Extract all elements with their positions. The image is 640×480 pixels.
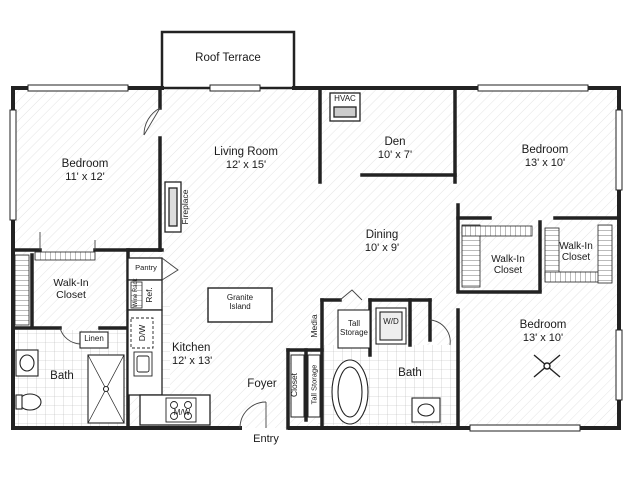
entry-label: Entry <box>253 433 279 445</box>
door-swings <box>39 107 451 429</box>
tall-storage-side-label: Tall Storage <box>309 364 319 405</box>
den-label: Den 10' x 7' <box>365 136 425 162</box>
closet-shelving <box>14 224 613 326</box>
bedroom-left-name: Bedroom <box>61 158 109 170</box>
hvac-unit <box>329 92 361 122</box>
roof-terrace-outline <box>160 30 296 90</box>
kitchen-sink <box>133 351 153 377</box>
wine-rack <box>130 281 143 309</box>
linen-label: Linen <box>84 334 104 343</box>
den-name: Den <box>384 136 406 148</box>
dishwasher-label: D/W <box>137 324 147 342</box>
dining-name: Dining <box>365 229 399 241</box>
foyer-closets <box>290 354 321 418</box>
pantry-door <box>161 257 179 281</box>
bedroom-left-dims: 11' x 12' <box>65 171 105 184</box>
roof-terrace-label: Roof Terrace <box>195 52 261 64</box>
hvac-label: HVAC <box>334 94 356 103</box>
bedroom-top-right-dims: 13' x 10' <box>524 157 566 170</box>
bath-right-label: Bath <box>398 367 422 379</box>
dining-label: Dining 10' x 9' <box>352 229 412 255</box>
living-room-name: Living Room <box>214 146 278 158</box>
granite-island <box>207 287 273 323</box>
bath-left-label: Bath <box>50 370 74 382</box>
ceiling-fan-icon <box>533 354 561 378</box>
left-bath-fixtures <box>15 331 125 424</box>
walk-in-closet-left-label: Walk-In Closet <box>53 277 89 302</box>
closet-label: Closet <box>289 372 299 398</box>
pantry-label: Pantry <box>135 263 157 272</box>
granite-island-label: Granite Island <box>226 293 254 311</box>
bedroom-bottom-right-dims: 13' x 10' <box>522 332 564 345</box>
bedroom-bottom-right-label: Bedroom 13' x 10' <box>503 319 583 345</box>
dishwasher-box <box>130 317 154 349</box>
living-room-label: Living Room 12' x 15' <box>196 146 296 172</box>
foyer-label: Foyer <box>247 378 277 390</box>
right-bath-fixtures <box>331 307 441 425</box>
bedroom-top-right-label: Bedroom 13' x 10' <box>505 144 585 170</box>
tall-storage-top-label: Tall Storage <box>339 319 369 337</box>
washer-dryer-label: W/D <box>383 317 399 326</box>
interior-walls <box>11 86 621 430</box>
living-room-dims: 12' x 15' <box>225 159 267 172</box>
kitchen-dims: 12' x 13' <box>172 355 213 368</box>
kitchen-label: Kitchen 12' x 13' <box>172 342 232 368</box>
dining-dims: 10' x 9' <box>364 242 400 255</box>
fireplace-shape <box>164 181 182 233</box>
walk-in-closet-right-b-label: Walk-In Closet <box>559 241 593 263</box>
media-label: Media <box>309 314 319 338</box>
bedroom-bottom-right-name: Bedroom <box>519 319 567 331</box>
stove <box>165 397 197 423</box>
bedroom-left-label: Bedroom 11' x 12' <box>45 158 125 184</box>
refrigerator-label: Ref. <box>144 287 154 303</box>
wine-rack-label: Wine Rack <box>133 278 139 308</box>
bedroom-top-right-name: Bedroom <box>521 144 569 156</box>
fireplace-label: Fireplace <box>180 189 190 225</box>
den-dims: 10' x 7' <box>377 149 413 162</box>
windows <box>9 84 623 432</box>
walk-in-closet-right-a-label: Walk-In Closet <box>491 254 525 276</box>
kitchen-name: Kitchen <box>172 342 211 354</box>
microwave-label: M/W <box>173 408 191 417</box>
